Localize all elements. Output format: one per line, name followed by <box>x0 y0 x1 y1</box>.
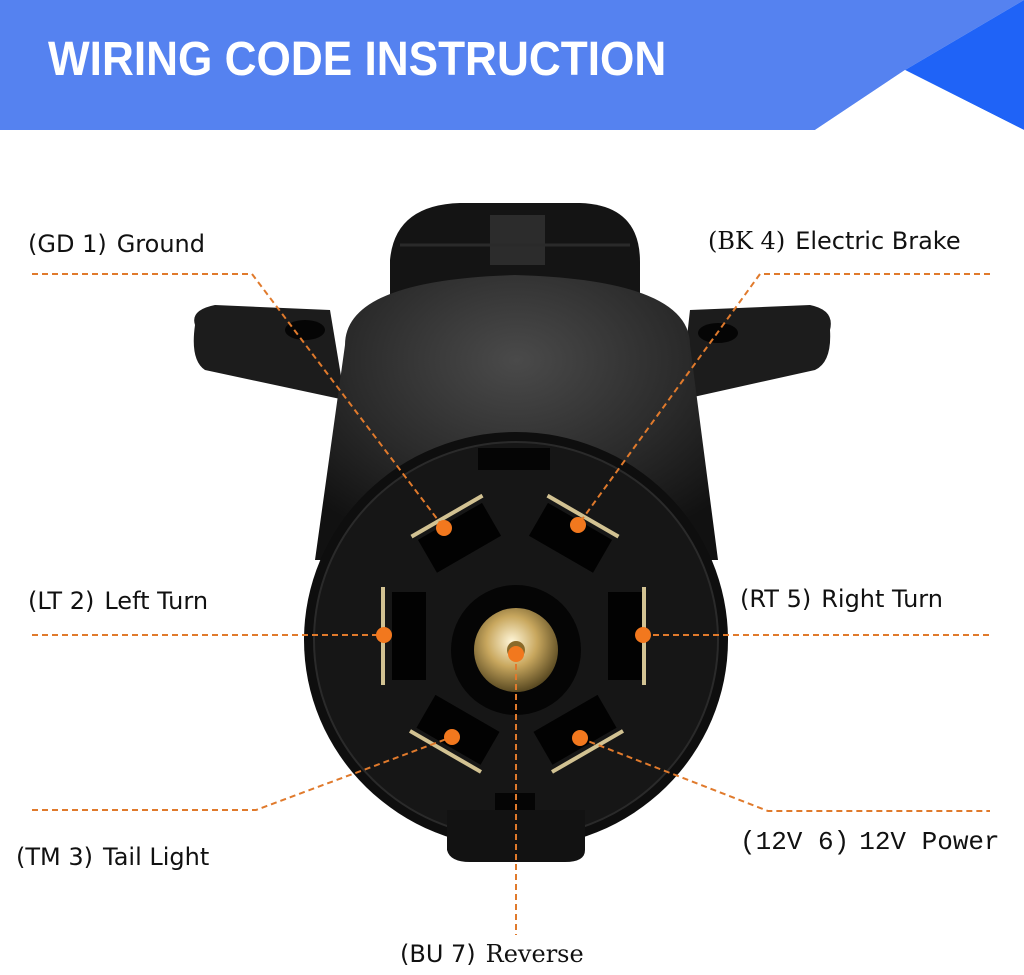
label-ground: (GD 1) Ground <box>28 230 205 258</box>
mounting-ear-left <box>193 305 345 400</box>
page-title: WIRING CODE INSTRUCTION <box>48 33 667 86</box>
label-12v-power: (12V 6) 12V Power <box>740 827 1000 857</box>
pin-code: (GD 1) <box>28 230 107 258</box>
pin-code: (RT 5) <box>740 585 812 613</box>
connector-cap <box>390 203 640 300</box>
leader-line-brake <box>577 273 990 526</box>
socket-brake <box>528 493 620 573</box>
leader-line-ground <box>32 273 445 529</box>
pin-code: (LT 2) <box>28 587 95 615</box>
pin-name: Tail Light <box>103 843 210 871</box>
pin-dot-reverse <box>508 646 524 662</box>
pin-dot-brake <box>570 517 586 533</box>
pin-dot-ground <box>436 520 452 536</box>
pin-code: (BK 4) <box>708 227 786 255</box>
pin-dot-tail-light <box>444 729 460 745</box>
socket-left-turn <box>381 587 426 685</box>
pin-name: Reverse <box>485 940 584 968</box>
pin-code: (12V 6) <box>740 827 850 857</box>
label-tail-light: (TM 3) Tail Light <box>16 843 209 871</box>
pin-name: Ground <box>116 230 205 258</box>
pin-dot-right-turn <box>635 627 651 643</box>
leader-line-12v-power <box>579 737 990 812</box>
leader-line-tail-light <box>32 736 453 811</box>
socket-ground <box>410 493 502 573</box>
pin-name: Right Turn <box>821 585 943 613</box>
pin-name: 12V Power <box>859 827 1000 857</box>
pin-name: Left Turn <box>104 587 209 615</box>
socket-tail-light <box>408 694 500 774</box>
label-left-turn: (LT 2) Left Turn <box>28 587 208 615</box>
pin-dot-12v-power <box>572 730 588 746</box>
pin-code: (TM 3) <box>16 843 93 871</box>
header-banner: WIRING CODE INSTRUCTION <box>0 0 1024 130</box>
pin-dots <box>376 517 651 746</box>
label-reverse: (BU 7) Reverse <box>400 940 584 968</box>
pin-name: Electric Brake <box>795 227 961 255</box>
mounting-ear-right <box>680 305 831 400</box>
leader-lines <box>32 273 990 935</box>
banner-shape <box>0 0 1024 130</box>
socket-12v-power <box>533 694 625 774</box>
pin-dot-left-turn <box>376 627 392 643</box>
pin-code: (BU 7) <box>400 940 476 968</box>
connector-face <box>304 432 728 862</box>
label-brake: (BK 4) Electric Brake <box>708 227 961 255</box>
label-right-turn: (RT 5) Right Turn <box>740 585 943 613</box>
